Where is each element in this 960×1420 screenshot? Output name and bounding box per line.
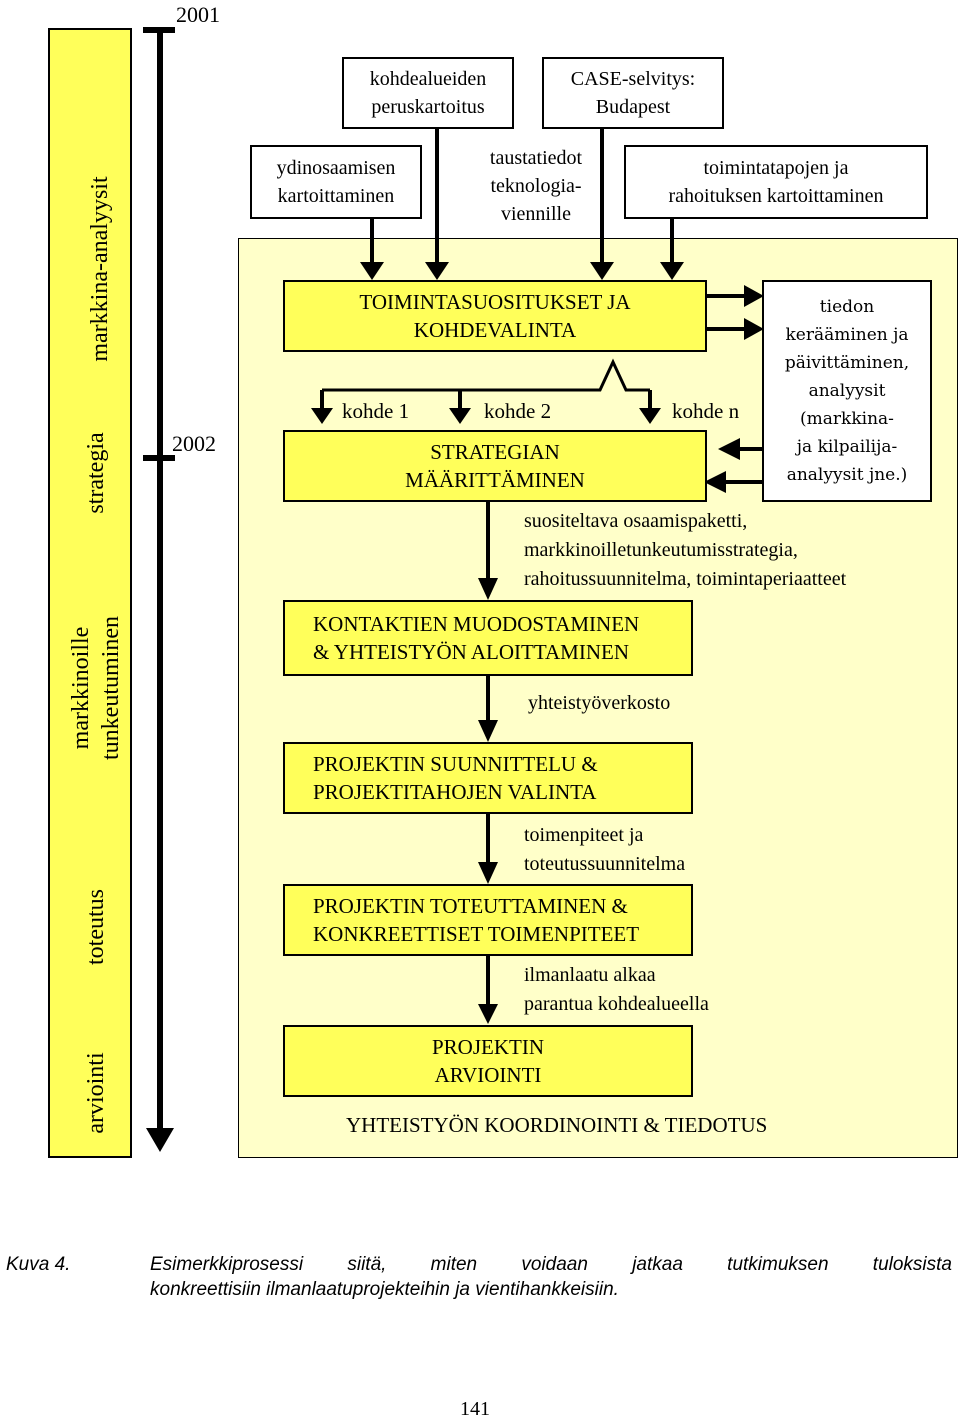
page-number: 141: [460, 1398, 490, 1420]
planning-output-text: toimenpiteet ja toteutussuunnitelma: [524, 824, 686, 875]
contacts-box: KONTAKTIEN MUODOSTAMINEN & YHTEISTYÖN AL…: [283, 600, 693, 676]
planning-box: PROJEKTIN SUUNNITTELU & PROJEKTITAHOJEN …: [283, 742, 693, 814]
implementation-box: PROJEKTIN TOTEUTTAMINEN & KONKREETTISET …: [283, 884, 693, 956]
phase-bar: [48, 28, 132, 1158]
core-competence-box: ydinosaamisen kartoittaminen: [250, 145, 422, 219]
timeline: [143, 27, 175, 1152]
year-2002: 2002: [172, 431, 216, 456]
case-study-box: CASE-selvitys: Budapest: [542, 57, 724, 129]
caption-line-1: Esimerkkiprosessi siitä, miten voidaan j…: [150, 1254, 952, 1275]
year-2001: 2001: [176, 2, 220, 27]
target-n-label: kohde n: [672, 399, 740, 423]
background-text: taustatiedot teknologia- viennille: [489, 147, 583, 225]
implementation-output-text: ilmanlaatu alkaa parantua kohdealueella: [524, 964, 709, 1015]
figure-label: Kuva 4.: [6, 1254, 71, 1275]
practices-box: toimintatapojen ja rahoituksen kartoitta…: [624, 145, 928, 219]
strategy-box: STRATEGIAN MÄÄRITTÄMINEN: [283, 430, 707, 502]
contacts-output-text: yhteistyöverkosto: [528, 692, 671, 714]
arrows: [311, 129, 764, 1024]
caption-line-2: konkreettisiin ilmanlaatuprojekteihin ja…: [150, 1279, 619, 1300]
recommendations-box: TOIMINTASUOSITUKSET JA KOHDEVALINTA: [283, 280, 707, 352]
strategy-output-text: suositeltava osaamispaketti, markkinoill…: [524, 510, 847, 590]
evaluation-box: PROJEKTIN ARVIOINTI: [283, 1025, 693, 1097]
data-collection-box: tiedon kerääminen ja päivittäminen, anal…: [762, 280, 932, 502]
base-survey-box: kohdealueiden peruskartoitus: [342, 57, 514, 129]
coordination-text: YHTEISTYÖN KOORDINOINTI & TIEDOTUS: [346, 1113, 768, 1137]
target-2-label: kohde 2: [484, 399, 552, 423]
target-1-label: kohde 1: [342, 399, 410, 423]
